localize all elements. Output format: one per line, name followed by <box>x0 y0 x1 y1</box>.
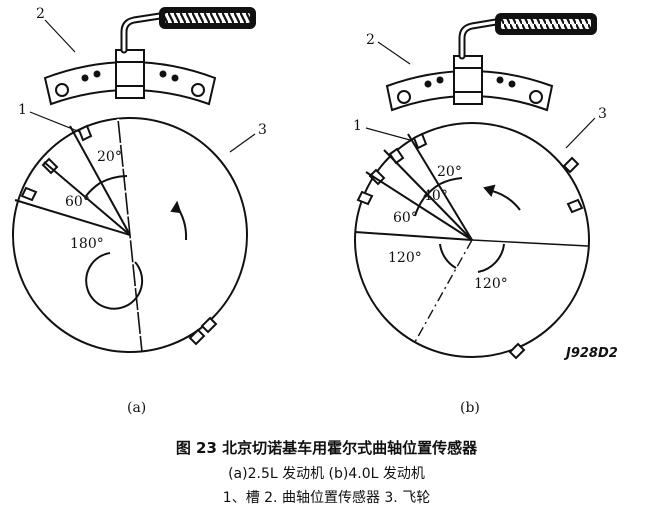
label-b: (b) <box>460 400 480 416</box>
callout-2: 2 <box>36 6 45 22</box>
flywheel-b <box>354 122 590 360</box>
caption-line-2: (a)2.5L 发动机 (b)4.0L 发动机 <box>228 466 425 482</box>
bolt-hole <box>397 90 411 104</box>
sensor-body <box>453 55 483 105</box>
bolt-hole <box>529 90 543 104</box>
rotation-arrow <box>487 189 521 211</box>
split-line <box>117 118 143 353</box>
bolt-hole <box>191 83 205 97</box>
angle-label: 20° <box>437 164 462 180</box>
callout-2: 2 <box>366 32 375 48</box>
callout-3: 3 <box>598 106 607 122</box>
angle-label: 60° <box>393 210 418 226</box>
angle-label: 120° <box>474 276 508 292</box>
sensor-body <box>115 49 145 99</box>
callout-3: 3 <box>258 122 267 138</box>
diagram-b: 2 1 3 20° 40° 60° 120° 120° <box>353 13 607 360</box>
figure-code: J928D2 <box>566 346 618 361</box>
flywheel-a <box>12 117 248 353</box>
angle-label: 40° <box>423 188 448 204</box>
angle-label: 120° <box>388 250 422 266</box>
bolt-hole <box>55 83 69 97</box>
angle-label: 60° <box>65 194 90 210</box>
sensor-a <box>43 7 256 106</box>
callout-1: 1 <box>18 102 27 118</box>
callout-1: 1 <box>353 118 362 134</box>
angle-label: 180° <box>70 236 104 252</box>
caption-title: 图 23 北京切诺基车用霍尔式曲轴位置传感器 <box>175 439 478 457</box>
diagram-a: 2 1 3 20° 60° 180° <box>12 6 267 353</box>
flywheel-outline <box>354 122 590 358</box>
sensor-b <box>385 13 597 112</box>
label-a: (a) <box>127 400 147 416</box>
angle-label: 20° <box>97 149 122 165</box>
flywheel-outline <box>12 117 248 353</box>
caption-line-3: 1、槽 2. 曲轴位置传感器 3. 飞轮 <box>222 490 431 506</box>
